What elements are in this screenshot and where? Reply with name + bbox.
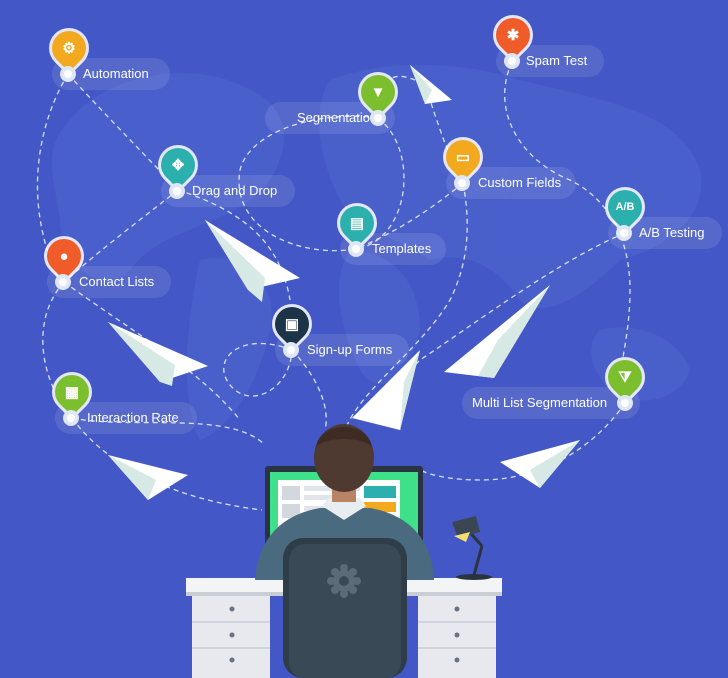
- feature-dot: [283, 342, 299, 358]
- feature-dot: [370, 110, 386, 126]
- paper-plane-contacts: [108, 322, 208, 386]
- feature-dot: [55, 274, 71, 290]
- feature-label: Automation: [83, 66, 149, 81]
- feature-label: Sign-up Forms: [307, 342, 393, 357]
- feature-dot: [616, 225, 632, 241]
- feature-label: Custom Fields: [478, 175, 562, 190]
- feature-dot: [617, 395, 633, 411]
- multi-funnel-icon: ⧩: [618, 368, 632, 386]
- feature-label: Multi List Segmentation: [472, 395, 608, 410]
- feature-pill: [462, 387, 640, 419]
- ab-icon: A/B: [615, 201, 635, 213]
- feature-dot: [454, 175, 470, 191]
- move-arrows-icon: ✥: [171, 157, 185, 174]
- paper-plane-lower-left: [108, 455, 188, 500]
- paper-planes: [108, 65, 580, 500]
- paper-plane-top: [410, 65, 452, 104]
- feature-label: Templates: [372, 241, 432, 256]
- feature-label: Contact Lists: [79, 274, 155, 289]
- bug-icon: ✱: [506, 27, 520, 44]
- id-card-icon: ▣: [284, 316, 300, 333]
- text-field-icon: ▭: [455, 149, 471, 166]
- office-chair: [283, 538, 407, 678]
- funnel-icon: ▼: [370, 83, 386, 101]
- gear-icon: ⚙: [62, 40, 76, 57]
- feature-dot: [169, 183, 185, 199]
- feature-label: Segmentatio: [297, 110, 370, 125]
- feature-dot: [63, 410, 79, 426]
- paper-plane-center: [352, 350, 420, 430]
- paper-plane-drag: [205, 220, 300, 302]
- feature-label: Drag and Drop: [192, 183, 278, 198]
- desk-lamp: [452, 516, 492, 580]
- world-map: [51, 65, 702, 440]
- template-layout-icon: ▤: [349, 215, 365, 232]
- paper-plane-lower-right: [500, 440, 580, 488]
- feature-dot: [60, 66, 76, 82]
- feature-label: Interaction Rate: [87, 410, 179, 425]
- feature-label: A/B Testing: [639, 225, 705, 240]
- feature-dot: [504, 53, 520, 69]
- paper-plane-right: [444, 285, 550, 378]
- pulse-monitor-icon: ▦: [64, 384, 80, 401]
- feature-dot: [348, 241, 364, 257]
- feature-label: Spam Test: [526, 53, 588, 68]
- person-icon: ●: [59, 247, 69, 265]
